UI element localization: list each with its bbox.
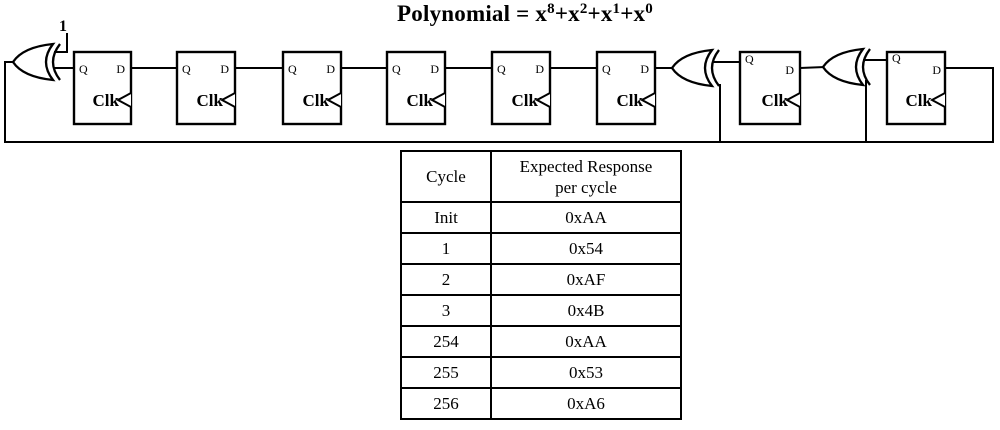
flipflop-box [72, 50, 133, 126]
clock-edge-triangle-icon [115, 92, 132, 108]
col-header-response-line1: Expected Response [519, 156, 653, 176]
clk-label: Clk [906, 91, 933, 110]
q-pin-label: Q [497, 62, 506, 76]
exponent-1: 1 [612, 1, 621, 17]
d-pin-label: D [326, 62, 335, 76]
response-cell: 0xAA [490, 325, 682, 358]
flipflop-4: Q D Clk [385, 50, 447, 126]
q-pin-label: Q [288, 62, 297, 76]
table-header-row: Cycle Expected Response per cycle [400, 150, 682, 203]
flipflop-1: Q D Clk [72, 50, 133, 126]
table-row: 254 0xAA [400, 325, 682, 358]
flipflop-box [490, 50, 552, 126]
d-pin-label: D [932, 63, 941, 77]
constant-one-wire [54, 33, 68, 53]
xor-double-arc [861, 48, 871, 86]
cycle-cell: 255 [400, 356, 492, 389]
flipflop-3: Q D Clk [281, 50, 343, 126]
d-pin-label: D [785, 63, 794, 77]
table-row: 2 0xAF [400, 263, 682, 296]
xor-gate-input [11, 42, 61, 82]
flipflop-box [595, 50, 657, 126]
d-pin-label: D [640, 62, 649, 76]
cycle-cell: 256 [400, 387, 492, 420]
table-row: 255 0x53 [400, 356, 682, 389]
exponent-8: 8 [547, 1, 555, 17]
clock-edge-triangle-icon [219, 92, 236, 108]
q-pin-label: Q [745, 52, 754, 66]
response-cell: 0x54 [490, 232, 682, 265]
response-cell: 0xAA [490, 201, 682, 234]
response-table: Cycle Expected Response per cycle Init 0… [400, 150, 682, 420]
q-pin-label: Q [892, 51, 901, 65]
clk-label: Clk [197, 91, 224, 110]
flipflop-box [281, 50, 343, 126]
clock-edge-triangle-icon [639, 92, 656, 108]
q-pin-label: Q [392, 62, 401, 76]
exponent-2: 2 [579, 1, 588, 17]
clk-label: Clk [762, 91, 789, 110]
clock-edge-triangle-icon [929, 92, 946, 108]
response-cell: 0x53 [490, 356, 682, 389]
clk-label: Clk [512, 91, 539, 110]
xor-double-arc [710, 49, 720, 87]
xor-double-arc [51, 43, 61, 81]
xor-body [821, 47, 866, 87]
lfsr-circuit: 1 Q D Clk Q D Clk [4, 18, 994, 143]
clk-label: Clk [303, 91, 330, 110]
clk-label: Clk [617, 91, 644, 110]
table-row: 1 0x54 [400, 232, 682, 265]
response-cell: 0xA6 [490, 387, 682, 420]
wire-ff7-xor2 [799, 66, 826, 69]
exponent-0: 0 [645, 1, 653, 17]
response-cell: 0xAF [490, 263, 682, 296]
d-pin-label: D [535, 62, 544, 76]
cycle-cell: Init [400, 201, 492, 234]
table-row: Init 0xAA [400, 201, 682, 234]
clk-label: Clk [93, 91, 120, 110]
q-pin-label: Q [79, 62, 88, 76]
clk-label: Clk [407, 91, 434, 110]
d-pin-label: D [116, 62, 125, 76]
cycle-cell: 1 [400, 232, 492, 265]
clock-edge-triangle-icon [784, 92, 801, 108]
table-row: 256 0xA6 [400, 387, 682, 420]
col-header-response-line2: per cycle [555, 177, 617, 197]
flipflop-box [175, 50, 237, 126]
flipflop-box [885, 50, 947, 126]
flipflop-6: Q D Clk [595, 50, 657, 126]
polynomial-title: Polynomial = x8+x2+x1+x0 [397, 1, 653, 26]
feedback-wire [4, 61, 994, 143]
title-text: Polynomial = x [397, 1, 548, 26]
col-header-response: Expected Response per cycle [490, 150, 682, 203]
d-pin-label: D [430, 62, 439, 76]
clock-edge-triangle-icon [325, 92, 342, 108]
flipflop-5: Q D Clk [490, 50, 552, 126]
flipflop-8: Q D Clk [885, 50, 947, 126]
xor-body [670, 48, 715, 88]
col-header-cycle: Cycle [400, 150, 492, 203]
q-pin-label: Q [182, 62, 191, 76]
xor-gate-tap1 [821, 47, 871, 87]
cycle-cell: 254 [400, 325, 492, 358]
clock-edge-triangle-icon [534, 92, 551, 108]
cycle-cell: 3 [400, 294, 492, 327]
xor-gate-tap2 [670, 48, 720, 88]
flipflop-7: Q D Clk [738, 50, 802, 126]
response-cell: 0x4B [490, 294, 682, 327]
clock-edge-triangle-icon [429, 92, 446, 108]
d-pin-label: D [220, 62, 229, 76]
constant-one-label: 1 [59, 18, 67, 35]
flipflop-2: Q D Clk [175, 50, 237, 126]
flipflop-box [385, 50, 447, 126]
xor-body [11, 42, 56, 82]
cycle-cell: 2 [400, 263, 492, 296]
response-table-container: Cycle Expected Response per cycle Init 0… [400, 150, 682, 420]
flipflop-box [738, 50, 802, 126]
q-pin-label: Q [602, 62, 611, 76]
table-row: 3 0x4B [400, 294, 682, 327]
